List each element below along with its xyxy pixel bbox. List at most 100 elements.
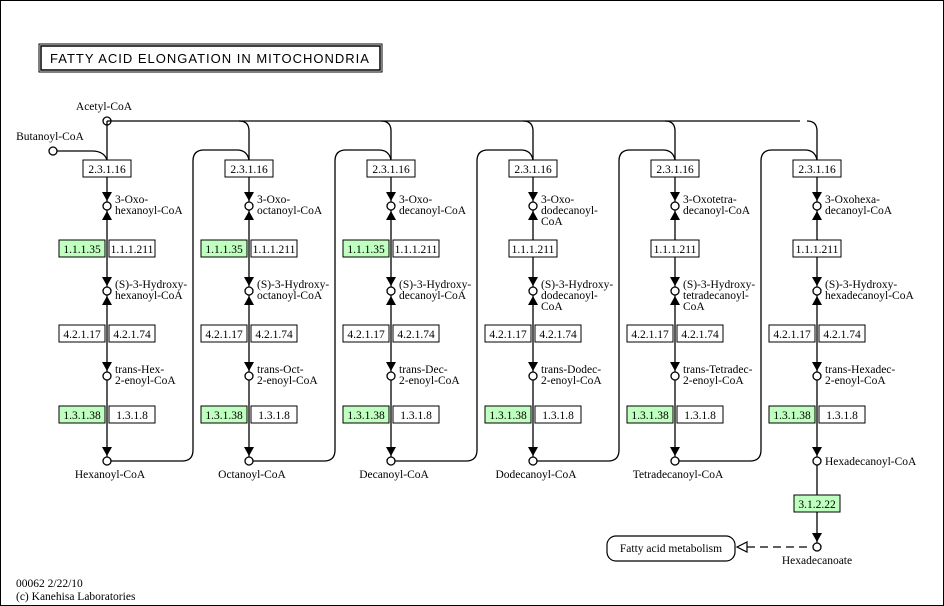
oxo-compound-node[interactable] [528, 201, 538, 211]
oxo-compound-node[interactable] [386, 201, 396, 211]
enzyme-box[interactable]: 4.2.1.17 [342, 324, 390, 343]
enzyme-box[interactable]: 1.1.1.35 [58, 239, 106, 258]
hydroxy-compound-node[interactable] [386, 286, 396, 296]
enzyme-box[interactable]: 4.2.1.74 [818, 324, 866, 343]
enzyme-box[interactable]: 4.2.1.74 [108, 324, 156, 343]
enzyme-box[interactable]: 1.1.1.211 [508, 239, 558, 258]
enzyme-rect [508, 239, 558, 258]
enzyme-box[interactable]: 2.3.1.16 [82, 159, 132, 178]
product-node[interactable] [102, 456, 112, 466]
enzyme-box[interactable]: 1.3.1.8 [250, 405, 298, 424]
enzyme-rect [392, 324, 440, 343]
hydroxy-compound-node[interactable] [102, 286, 112, 296]
enzyme-box[interactable]: 1.3.1.38 [626, 405, 674, 424]
enzyme-box[interactable]: 1.3.1.8 [534, 405, 582, 424]
enzyme-box[interactable]: 2.3.1.16 [650, 159, 700, 178]
enzyme-box[interactable]: 2.3.1.16 [366, 159, 416, 178]
enzyme-box[interactable]: 1.3.1.8 [676, 405, 724, 424]
product-node[interactable] [528, 456, 538, 466]
arrow-down-icon [528, 277, 538, 286]
product-node[interactable] [244, 456, 254, 466]
enzyme-box[interactable]: 1.3.1.38 [200, 405, 248, 424]
enzyme-box[interactable]: 4.2.1.17 [626, 324, 674, 343]
arrow-up-icon [670, 296, 680, 305]
hydroxy-compound-node[interactable] [244, 286, 254, 296]
enzyme-box[interactable]: 4.2.1.74 [534, 324, 582, 343]
enzyme-box[interactable]: 1.3.1.8 [108, 405, 156, 424]
acetyl-branch-line [380, 120, 392, 160]
oxo-compound-node[interactable] [244, 201, 254, 211]
oxo-compound-label: 3-Oxotetra- [683, 194, 737, 206]
arrow-down-icon [102, 192, 112, 201]
enzyme-box[interactable]: 1.1.1.211 [792, 239, 842, 258]
enzyme-label: 4.2.1.74 [539, 329, 577, 341]
arrow-up-icon [386, 211, 396, 220]
arrow-down-icon [102, 277, 112, 286]
oxo-compound-label: decanoyl-CoA [825, 205, 893, 217]
enzyme-box[interactable]: 4.2.1.74 [392, 324, 440, 343]
enzyme-box[interactable]: 1.3.1.38 [484, 405, 532, 424]
enzyme-box[interactable]: 4.2.1.17 [484, 324, 532, 343]
elongation-loop-line [111, 149, 250, 462]
enzyme-box[interactable]: 1.3.1.8 [392, 405, 440, 424]
arrow-down-icon [386, 362, 396, 371]
enzyme-box[interactable]: 4.2.1.74 [250, 324, 298, 343]
enzyme-box[interactable]: 3.1.2.22 [793, 494, 841, 513]
enzyme-box[interactable]: 1.3.1.38 [768, 405, 816, 424]
acetyl-coa-label: Acetyl-CoA [76, 101, 133, 113]
oxo-compound-node[interactable] [670, 201, 680, 211]
arrow-down-icon [670, 447, 680, 456]
enzyme-box[interactable]: 4.2.1.17 [58, 324, 106, 343]
enzyme-box[interactable]: 1.3.1.38 [58, 405, 106, 424]
enzyme-box[interactable]: 2.3.1.16 [508, 159, 558, 178]
enzyme-box[interactable]: 1.1.1.211 [108, 239, 156, 258]
enzyme-box[interactable]: 1.3.1.8 [818, 405, 866, 424]
hydroxy-compound-label: (S)-3-Hydroxy- [399, 279, 471, 291]
enzyme-box[interactable]: 1.1.1.211 [650, 239, 700, 258]
hydroxy-compound-node[interactable] [670, 286, 680, 296]
hydroxy-compound-node[interactable] [528, 286, 538, 296]
enzyme-rect [484, 324, 532, 343]
enzyme-rect [58, 239, 106, 258]
enzyme-label: 1.1.1.35 [347, 244, 385, 256]
arrow-up-icon [244, 211, 254, 220]
enzyme-box[interactable]: 1.1.1.35 [342, 239, 390, 258]
enzyme-box[interactable]: 1.1.1.35 [200, 239, 248, 258]
hexadecanoate-node[interactable] [812, 542, 822, 552]
enzyme-rect [792, 239, 842, 258]
enzyme-box[interactable]: 1.3.1.38 [342, 405, 390, 424]
arrow-down-icon [386, 277, 396, 286]
arrow-down-icon [386, 192, 396, 201]
butanoyl-coa-node[interactable] [48, 146, 58, 156]
oxo-compound-node[interactable] [102, 201, 112, 211]
arrow-down-icon [528, 192, 538, 201]
hydroxy-compound-node[interactable] [812, 286, 822, 296]
enzyme-box[interactable]: 2.3.1.16 [792, 159, 842, 178]
enzyme-box[interactable]: 4.2.1.74 [676, 324, 724, 343]
oxo-compound-label: 3-Oxohexa- [825, 194, 880, 206]
linked-pathway-button[interactable]: Fatty acid metabolism [606, 535, 736, 562]
enzyme-box[interactable]: 1.1.1.211 [392, 239, 440, 258]
enzyme-label: 1.3.1.38 [773, 410, 811, 422]
arrow-down-icon [528, 447, 538, 456]
enoyl-compound-node[interactable] [386, 371, 396, 381]
enzyme-box[interactable]: 2.3.1.16 [224, 159, 274, 178]
enoyl-compound-node[interactable] [102, 371, 112, 381]
arrow-down-icon [812, 277, 822, 286]
oxo-compound-node[interactable] [812, 201, 822, 211]
title-box: FATTY ACID ELONGATION IN MITOCHONDRIA [38, 43, 383, 73]
enoyl-compound-node[interactable] [670, 371, 680, 381]
enzyme-label: 1.3.1.8 [258, 410, 290, 422]
enzyme-box[interactable]: 1.1.1.211 [250, 239, 298, 258]
enoyl-compound-label: 2-enoyl-CoA [683, 375, 744, 387]
enoyl-compound-node[interactable] [812, 371, 822, 381]
enzyme-box[interactable]: 4.2.1.17 [200, 324, 248, 343]
product-node[interactable] [812, 456, 822, 466]
enoyl-compound-node[interactable] [244, 371, 254, 381]
enoyl-compound-node[interactable] [528, 371, 538, 381]
product-node[interactable] [670, 456, 680, 466]
product-node[interactable] [386, 456, 396, 466]
enzyme-label: 4.2.1.17 [773, 329, 811, 341]
enzyme-box[interactable]: 4.2.1.17 [768, 324, 816, 343]
